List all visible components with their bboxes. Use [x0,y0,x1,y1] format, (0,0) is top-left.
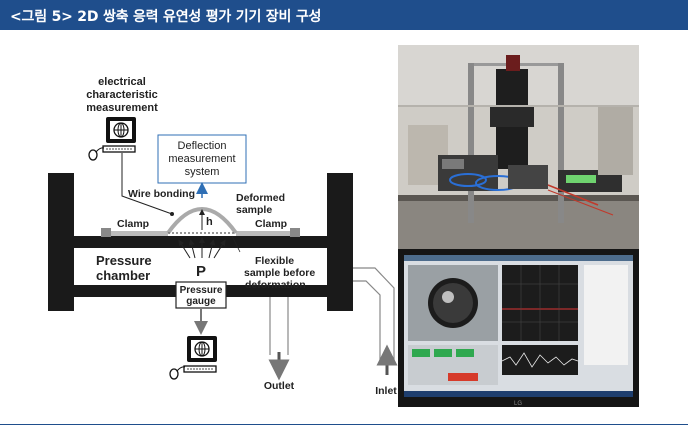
deformed-sample-label-2: sample [236,204,272,216]
pressure-gauge-label-1: Pressure [180,285,223,296]
clamp-right-rod [236,231,294,236]
right-plate [327,173,353,311]
h-label: h [206,216,213,228]
flexible-sample-label-3: deformation [245,279,306,291]
deflection-label-3: system [185,166,220,178]
computer-icon-top [88,117,136,161]
pressure-chamber-label-2: chamber [96,268,150,283]
deflection-system-box [157,134,247,184]
pressure-gauge-label-2: gauge [186,296,216,307]
pressure-gauge-box [175,281,227,309]
inlet-pipe [353,267,395,365]
bottom-divider [0,424,688,425]
clamp-right-label: Clamp [255,218,287,230]
monitor-brand-label: LG [514,401,522,407]
monitor-photo: LG [398,249,639,407]
figure-title: <그림 5> 2D 쌍축 응력 유연성 평가 기기 장비 구성 [10,9,322,25]
deformed-sample-label-1: Deformed [236,192,285,204]
p-label: P [196,263,206,280]
flexible-sample-label-1: Flexible [255,255,294,267]
outlet-pipe [269,297,289,355]
top-measurement-label-1: electrical [98,76,146,88]
chamber-top-bar [74,236,327,248]
wire-bond-dot [170,212,174,216]
wire-bonding-label: Wire bonding [128,188,195,200]
top-measurement-label-3: measurement [86,102,158,114]
flexible-sample-label-2: sample before [244,267,315,279]
computer-icon-bottom [169,336,217,380]
flexible-sample-leader [231,235,241,253]
pressure-arrows [178,237,226,259]
deflection-label-1: Deflection [178,140,227,152]
clamp-left-block [101,228,111,237]
wire-bonding-line [121,153,173,215]
top-measurement-label-2: characteristic [86,89,158,101]
figure-title-bar: <그림 5> 2D 쌍축 응력 유연성 평가 기기 장비 구성 [0,0,688,30]
left-plate [48,173,74,311]
clamp-left-rod [104,231,168,236]
deflection-label-2: measurement [168,153,235,165]
clamp-left-label: Clamp [117,218,149,230]
outlet-label: Outlet [264,380,295,392]
inlet-label: Inlet [375,385,397,397]
lab-equipment-photo [398,45,639,249]
clamp-right-block [290,228,300,237]
pressure-chamber-label-1: Pressure [96,253,152,268]
